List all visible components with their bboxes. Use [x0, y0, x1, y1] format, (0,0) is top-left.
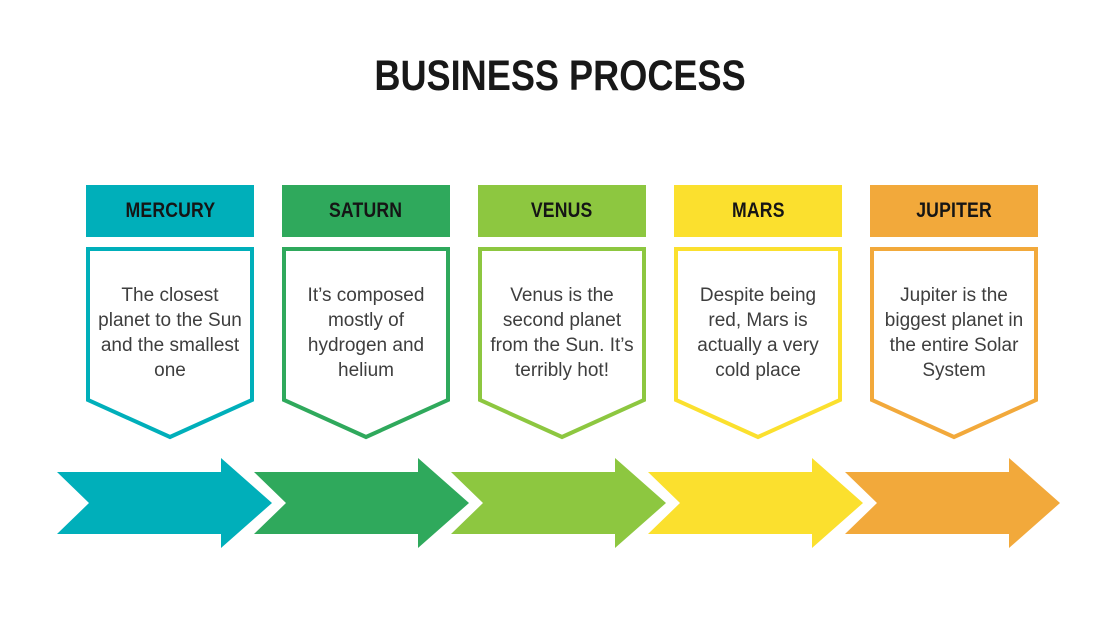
banner-pennant-outline — [478, 247, 646, 440]
column-header-label: VENUS — [531, 199, 593, 222]
process-arrow-icon — [254, 458, 469, 548]
process-arrow-shape — [254, 458, 469, 548]
column-description: Venus is the second planet from the Sun.… — [490, 285, 634, 381]
process-arrow-icon — [451, 458, 666, 548]
column-header-label: MERCURY — [125, 199, 215, 222]
banner-pennant-icon — [478, 247, 646, 440]
banner-pennant-icon — [674, 247, 842, 440]
column-header: MERCURY — [86, 185, 254, 237]
column-header: SATURN — [282, 185, 450, 237]
process-arrow-icon — [57, 458, 272, 548]
process-arrow-shape — [648, 458, 863, 548]
banner-pennant-outline — [282, 247, 450, 440]
column-description: The closest planet to the Sun and the sm… — [98, 285, 242, 381]
process-column-mercury: MERCURY The closest planet to the Sun an… — [86, 185, 254, 445]
column-header-label: SATURN — [329, 199, 403, 222]
column-description: Despite being red, Mars is actually a ve… — [697, 285, 819, 381]
process-arrow-icon — [845, 458, 1060, 548]
page-title-text: BUSINESS PROCESS — [374, 52, 746, 100]
banner-pennant-icon — [870, 247, 1038, 440]
process-arrow-shape — [57, 458, 272, 548]
banner-pennant-outline — [870, 247, 1038, 440]
banner-pennant-icon — [282, 247, 450, 440]
process-arrow-shape — [845, 458, 1060, 548]
process-arrow-icon — [648, 458, 863, 548]
page-title: BUSINESS PROCESS — [0, 52, 1120, 100]
process-column-venus: VENUS Venus is the second planet from th… — [478, 185, 646, 445]
banner-pennant-outline — [674, 247, 842, 440]
column-header: MARS — [674, 185, 842, 237]
column-header: VENUS — [478, 185, 646, 237]
process-arrow-shape — [451, 458, 666, 548]
process-column-jupiter: JUPITER Jupiter is the biggest planet in… — [870, 185, 1038, 445]
process-column-mars: MARS Despite being red, Mars is actually… — [674, 185, 842, 445]
process-column-saturn: SATURN It’s composed mostly of hydrogen … — [282, 185, 450, 445]
column-header-label: MARS — [731, 199, 785, 222]
banner-pennant-outline — [86, 247, 254, 440]
column-description: It’s composed mostly of hydrogen and hel… — [307, 285, 425, 381]
column-header-label: JUPITER — [916, 199, 992, 222]
banner-pennant-icon — [86, 247, 254, 440]
column-description: Jupiter is the biggest planet in the ent… — [884, 285, 1024, 381]
column-header: JUPITER — [870, 185, 1038, 237]
